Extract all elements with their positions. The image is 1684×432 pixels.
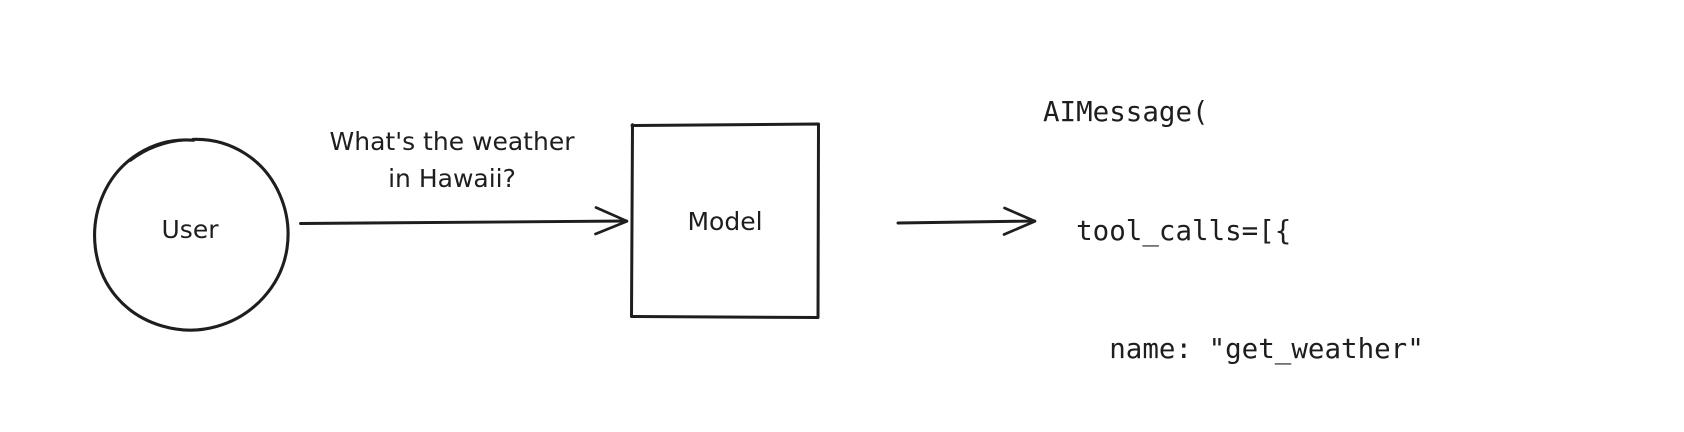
user-circle-outline [93, 137, 290, 332]
node-model[interactable]: Model [630, 122, 820, 319]
node-model-label: Model [687, 207, 762, 236]
code-line: AIMessage( [1043, 96, 1209, 128]
edge-model-to-output[interactable] [896, 206, 1037, 236]
edge-model-to-output-arrowhead [1002, 206, 1037, 236]
code-line: tool_calls=[{ [1043, 214, 1292, 247]
edge-user-to-model[interactable]: What's the weather in Hawaii? [299, 127, 629, 236]
user-circle-overstroke [129, 138, 188, 162]
ai-message-code-block: AIMessage( tool_calls=[{ name: "get_weat… [1043, 14, 1457, 432]
edge-model-to-output-line [896, 219, 1036, 225]
node-user-label: User [162, 215, 220, 244]
model-box-outline [630, 122, 820, 319]
node-user[interactable]: User [93, 137, 290, 332]
edge-user-to-model-line [299, 219, 628, 225]
edge-user-to-model-arrowhead [594, 206, 629, 236]
code-line: name: "get_weather" [1043, 333, 1424, 365]
edge-user-to-model-label-line-1: What's the weather [330, 127, 576, 156]
edge-user-to-model-label-line-2: in Hawaii? [388, 164, 516, 193]
